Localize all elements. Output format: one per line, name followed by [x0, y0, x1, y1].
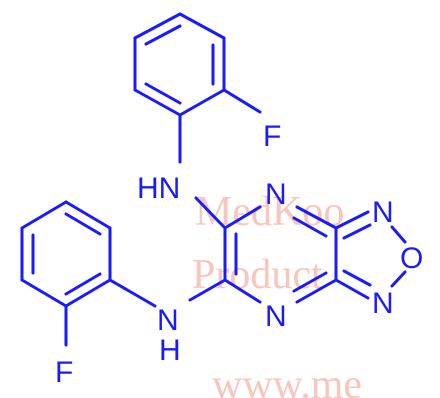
bond-c-n-ring-bottom: [295, 278, 338, 304]
bond-n-c-ring-top-inner: [292, 216, 328, 238]
bond-c-n-oxa-top: [334, 210, 370, 230]
atom-labels: F HN N N O N N N H F: [55, 120, 423, 389]
bond-n-c-oxa-bottom-inner: [342, 269, 372, 287]
bond: [133, 88, 182, 117]
bond: [178, 88, 226, 117]
bond: [133, 12, 182, 40]
bond-double-inner: [64, 272, 102, 296]
bond: [20, 200, 68, 230]
bottom-fluorophenyl-ring: [20, 200, 157, 347]
bond-o-n: [390, 270, 407, 288]
top-fluorophenyl-ring: [133, 12, 262, 164]
atom-hn-top: HN: [137, 172, 180, 205]
atom-n-ring-top: N: [265, 178, 287, 211]
watermark-line-2: Product: [192, 252, 323, 298]
atom-f-top: F: [263, 120, 281, 153]
watermark-line-1: MedKoo: [195, 189, 344, 235]
bond-double-inner: [144, 24, 182, 46]
atom-n-oxa-bottom: N: [372, 287, 394, 320]
atom-f-bottom: F: [55, 356, 73, 389]
bond-hn-c: [194, 196, 227, 230]
bond-c-n-bottom: [188, 278, 227, 302]
watermark-line-3: www.me: [212, 362, 362, 398]
bond-n-c-oxa-bottom: [334, 278, 370, 300]
atom-h-amine-bottom: H: [159, 334, 181, 367]
bond-n-c-ring-bottom: [223, 278, 262, 304]
bond: [64, 278, 112, 308]
bond: [178, 12, 226, 40]
bond-c-n-ring-bottom-inner: [292, 271, 328, 293]
bond-n-c-ring-top: [295, 205, 338, 230]
bond-to-f: [222, 88, 262, 114]
watermark: MedKoo Product www.me: [192, 189, 362, 398]
atom-n-ring-bottom: N: [265, 300, 287, 333]
atom-n-amine-bottom: N: [157, 304, 179, 337]
bond-n-o: [390, 225, 407, 244]
bond: [20, 278, 68, 308]
bond-double-inner: [144, 82, 182, 105]
bond-c-n-ring-top: [223, 205, 262, 230]
atom-n-oxa-top: N: [372, 196, 394, 229]
atom-o-oxa: O: [400, 242, 423, 275]
fused-heterocycle-core: [188, 196, 407, 304]
bond-to-nh: [108, 278, 157, 308]
bond: [64, 200, 112, 230]
bond-c-n-oxa-top-inner: [342, 223, 372, 240]
bond-double-inner: [64, 212, 102, 236]
